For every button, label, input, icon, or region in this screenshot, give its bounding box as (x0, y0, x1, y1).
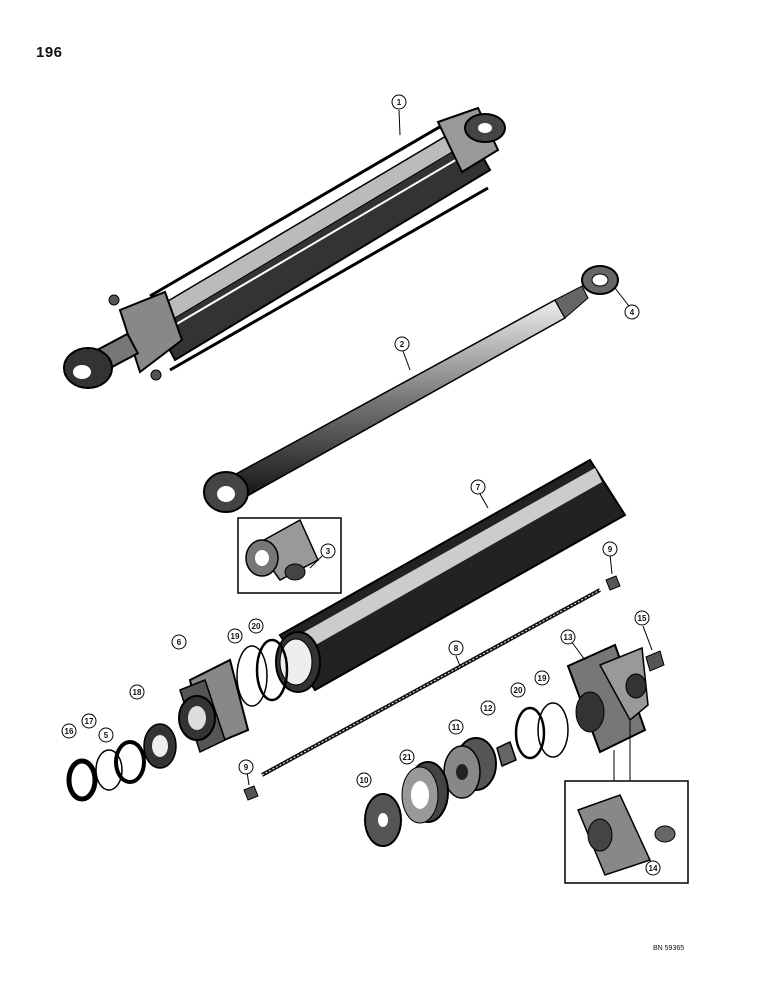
svg-text:3: 3 (326, 547, 331, 556)
svg-text:17: 17 (85, 717, 94, 726)
tie-rod-nut (243, 575, 621, 801)
base-end-head (566, 643, 649, 754)
svg-text:6: 6 (177, 638, 182, 647)
svg-text:18: 18 (133, 688, 142, 697)
callout-19-left: 19 (227, 628, 243, 644)
svg-text:20: 20 (514, 686, 523, 695)
callout-16: 16 (61, 723, 77, 739)
callout-15: 15 (634, 610, 650, 626)
svg-text:4: 4 (630, 308, 635, 317)
callout-leaders (246, 109, 653, 786)
cylinder-tube (275, 458, 627, 693)
callout-7: 7 (470, 479, 486, 495)
svg-text:14: 14 (649, 864, 658, 873)
svg-text:5: 5 (104, 731, 109, 740)
page-number: 196 (36, 44, 63, 61)
callout-19-right: 19 (534, 670, 550, 686)
wear-washer (364, 793, 402, 847)
callout-13: 13 (560, 629, 576, 645)
assembled-cylinder (63, 106, 506, 389)
svg-text:1: 1 (397, 98, 402, 107)
callout-20-right: 20 (510, 682, 526, 698)
callout-10: 10 (356, 772, 372, 788)
base-head-detail-inset (564, 720, 689, 884)
callout-labels: 1 2 3 4 5 6 7 8 9 9 10 11 12 13 14 15 16… (61, 94, 661, 876)
svg-text:19: 19 (231, 632, 240, 641)
svg-text:7: 7 (476, 483, 481, 492)
tie-rod (261, 588, 601, 777)
washer (581, 265, 619, 295)
svg-text:21: 21 (403, 753, 412, 762)
callout-9-bottom: 9 (238, 759, 254, 775)
piston-rings (401, 761, 449, 824)
callout-18: 18 (129, 684, 145, 700)
callout-20-left: 20 (248, 618, 264, 634)
svg-text:12: 12 (484, 704, 493, 713)
callout-14: 14 (645, 860, 661, 876)
callout-21: 21 (399, 749, 415, 765)
callout-9-top: 9 (602, 541, 618, 557)
svg-text:10: 10 (360, 776, 369, 785)
svg-text:15: 15 (638, 614, 647, 623)
svg-text:9: 9 (608, 545, 613, 554)
o-rings (236, 638, 569, 760)
callout-3: 3 (320, 543, 336, 559)
svg-text:16: 16 (65, 727, 74, 736)
callout-4: 4 (624, 304, 640, 320)
callout-2: 2 (394, 336, 410, 352)
callout-6: 6 (171, 634, 187, 650)
rod-seal (143, 723, 177, 769)
callout-8: 8 (448, 640, 464, 656)
svg-text:2: 2 (400, 340, 405, 349)
callout-12: 12 (480, 700, 496, 716)
piston (443, 737, 497, 799)
callout-11: 11 (448, 719, 464, 735)
svg-text:20: 20 (252, 622, 261, 631)
wiper-rings (66, 740, 146, 802)
rod-eye-detail-inset (237, 517, 342, 594)
callout-17: 17 (81, 713, 97, 729)
svg-text:11: 11 (452, 723, 461, 732)
svg-text:8: 8 (454, 644, 459, 653)
callout-5: 5 (98, 727, 114, 743)
piston-nut (496, 740, 517, 768)
rod-end-head (178, 658, 250, 754)
svg-text:13: 13 (564, 633, 573, 642)
piston-rod (203, 285, 589, 513)
drawing-code: BN 59365 (653, 945, 685, 952)
fitting (645, 650, 665, 672)
svg-text:19: 19 (538, 674, 547, 683)
callout-1: 1 (391, 94, 407, 110)
svg-text:9: 9 (244, 763, 249, 772)
